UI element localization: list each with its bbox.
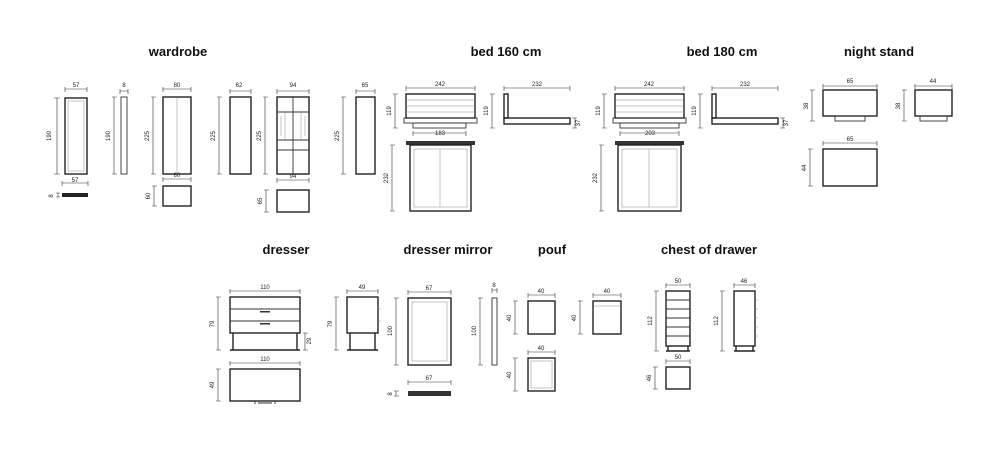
dim-mr-top-width: 67 — [426, 376, 433, 382]
nightstand-side-view: 44 38 — [896, 79, 953, 122]
dim-pf-side-height: 40 — [572, 314, 578, 321]
bed-180-side-view: 232 119 37 — [692, 82, 790, 129]
bed-160-top-view: 232 — [384, 141, 475, 212]
dim-dr-side-width: 49 — [359, 285, 366, 291]
dim-w6-width: 65 — [362, 83, 369, 89]
wardrobe-deep-side: 65 225 — [335, 83, 376, 175]
dim-b160-top-length: 232 — [384, 172, 390, 183]
dim-b180-front-width: 242 — [644, 82, 655, 88]
bed-180-front-view: 242 119 203 — [596, 82, 687, 137]
dim-w6-height: 225 — [335, 130, 341, 141]
dresser-side-view: 49 79 — [328, 285, 381, 351]
bed-160-front-view: 242 119 183 — [387, 82, 478, 137]
dim-dr-top-depth: 49 — [210, 381, 216, 388]
title-bed-160: bed 160 cm — [471, 44, 542, 59]
bed-160-side-view: 232 119 37 — [484, 82, 582, 129]
dim-b160-side-leg: 37 — [576, 119, 582, 126]
dim-w1-base-depth: 8 — [49, 194, 55, 198]
dim-w4-height: 225 — [211, 130, 217, 141]
dim-pf-top-depth: 40 — [507, 371, 513, 378]
nightstand-front-view: 65 38 — [804, 79, 878, 122]
dim-b180-top-length: 232 — [593, 172, 599, 183]
dim-w3-height: 225 — [145, 130, 151, 141]
pouf-front-view: 40 40 — [507, 289, 556, 335]
nightstand-top-view: 65 44 — [802, 137, 878, 187]
dim-w1-base-width: 57 — [72, 178, 79, 184]
dim-ns-front-height: 38 — [804, 102, 810, 109]
dim-ch-top-depth: 46 — [647, 374, 653, 381]
dim-ns-front-width: 65 — [847, 79, 854, 85]
dim-ch-side-height: 112 — [714, 316, 720, 326]
dim-mr-top-depth: 8 — [388, 392, 394, 396]
dim-pf-side-width: 40 — [604, 289, 611, 295]
dim-b180-side-leg: 37 — [784, 119, 790, 126]
title-dresser-mirror: dresser mirror — [404, 242, 493, 257]
mirror-top-view: 67 8 — [388, 376, 452, 397]
bed-180-top-view: 232 — [593, 141, 684, 212]
wardrobe-open-front: 94 225 94 65 — [257, 83, 310, 213]
chest-top-view: 50 46 — [647, 355, 691, 390]
dim-ns-top-width: 65 — [847, 137, 854, 143]
dim-ch-front-width: 50 — [675, 279, 682, 285]
dim-ch-top-width: 50 — [675, 355, 682, 361]
dim-b160-front-height: 119 — [387, 106, 393, 116]
dim-w3-width: 80 — [174, 83, 181, 89]
dim-dr-top-width: 110 — [260, 357, 270, 363]
wardrobe-two-door-front: 80 225 80 60 — [145, 83, 192, 207]
dim-w4-width: 62 — [236, 83, 243, 89]
dim-ch-front-height: 112 — [648, 316, 654, 326]
dim-w5-base-depth: 65 — [258, 197, 264, 204]
dim-w5-height: 225 — [257, 130, 263, 141]
dim-dr-front-width: 110 — [260, 285, 270, 291]
dim-mr-side-width: 8 — [492, 283, 496, 289]
dim-b160-side-height: 119 — [484, 106, 490, 116]
dim-w3-base-width: 80 — [174, 173, 181, 179]
dim-b180-inner-width: 203 — [645, 131, 656, 137]
wardrobe-side-view: 62 225 — [211, 83, 252, 175]
dresser-top-view: 110 49 — [210, 357, 301, 404]
title-wardrobe: wardrobe — [148, 44, 208, 59]
dim-w1-height: 190 — [47, 130, 53, 141]
dim-b180-side-height: 119 — [692, 106, 698, 116]
dim-b160-inner-width: 183 — [435, 131, 446, 137]
chest-front-view: 50 112 — [648, 279, 691, 352]
dim-b160-side-length: 232 — [532, 82, 543, 88]
dim-w2-height: 190 — [106, 130, 112, 141]
title-pouf: pouf — [538, 242, 567, 257]
dim-dr-side-height: 79 — [328, 320, 334, 327]
dim-mr-front-width: 67 — [426, 286, 433, 292]
dim-ns-side-width: 44 — [930, 79, 937, 85]
dim-mr-side-height: 100 — [472, 325, 478, 336]
dim-b180-side-length: 232 — [740, 82, 751, 88]
dim-ns-top-depth: 44 — [802, 164, 808, 171]
dim-w1-width: 57 — [73, 83, 80, 89]
title-dresser: dresser — [263, 242, 310, 257]
pouf-side-view: 40 40 — [572, 289, 622, 335]
mirror-front-view: 67 100 — [388, 286, 452, 366]
dim-w5-width: 94 — [290, 83, 297, 89]
dim-w2-width: 8 — [122, 83, 126, 89]
pouf-top-view: 40 40 — [507, 346, 556, 392]
chest-side-view: 46 112 — [714, 279, 758, 352]
dim-w3-base-depth: 60 — [146, 192, 152, 199]
title-night-stand: night stand — [844, 44, 914, 59]
wardrobe-single-front: 57 190 57 8 — [47, 83, 89, 198]
dim-b180-front-height: 119 — [596, 106, 602, 116]
dim-dr-leg-height: 29 — [307, 337, 313, 344]
dim-pf-top-width: 40 — [538, 346, 545, 352]
title-bed-180: bed 180 cm — [687, 44, 758, 59]
title-chest-of-drawer: chest of drawer — [661, 242, 757, 257]
dim-w5-base-width: 94 — [290, 174, 297, 180]
dresser-front-view: 110 79 29 — [210, 285, 313, 351]
dim-ch-side-width: 46 — [741, 279, 748, 285]
dim-b160-front-width: 242 — [435, 82, 446, 88]
dim-mr-front-height: 100 — [388, 325, 394, 336]
wardrobe-side-panel: 8 190 — [106, 83, 129, 175]
dim-dr-front-height: 79 — [210, 320, 216, 327]
dim-pf-front-height: 40 — [507, 314, 513, 321]
dim-ns-side-height: 38 — [896, 102, 902, 109]
dim-pf-front-width: 40 — [538, 289, 545, 295]
mirror-side-view: 8 100 — [472, 283, 498, 366]
